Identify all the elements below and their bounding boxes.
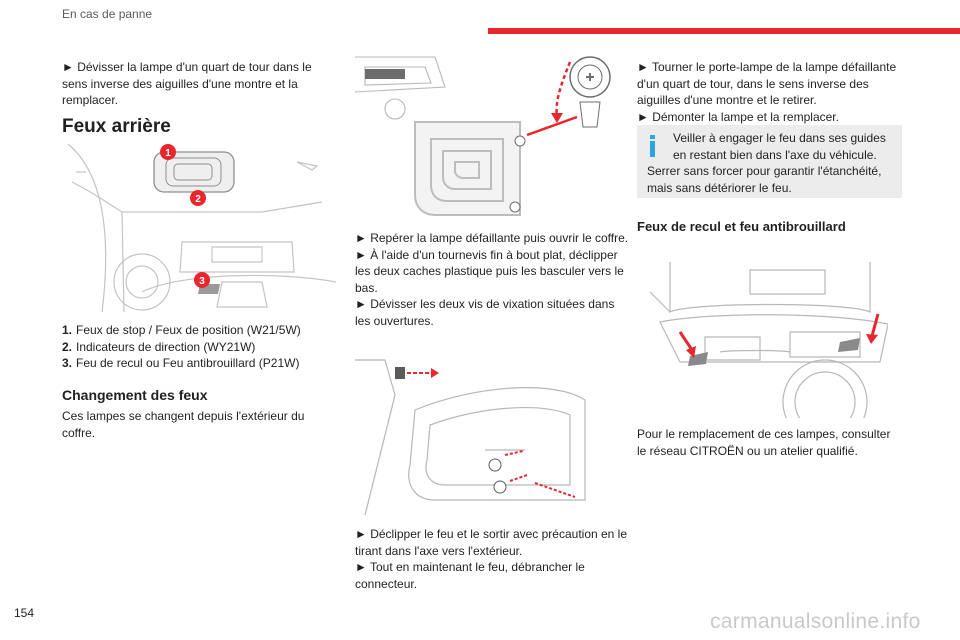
step-text: ► Repérer la lampe défaillante puis ouvr… [355, 231, 629, 245]
step-text: ► Dévisser les deux vis de vixation situ… [355, 297, 615, 328]
steps-block-a: ► Repérer la lampe défaillante puis ouvr… [355, 230, 630, 329]
callout-1: 1 [165, 148, 171, 159]
step-text: ► Déclipper le feu et le sortir avec pré… [355, 527, 628, 558]
list-item: 2.Indicateurs de direction (WY21W) [62, 339, 256, 354]
bulb-list: 1.Feux de stop / Feux de position (W21/5… [62, 322, 337, 372]
note-line-2: Serrer sans forcer pour garantir l'étanc… [647, 164, 882, 195]
lamp-cover-illustration [355, 56, 611, 216]
callout-3-marker [194, 272, 210, 288]
body-text: Ces lampes se changent depuis l'extérieu… [62, 409, 305, 440]
callout-2: 2 [195, 194, 201, 205]
step-text: ► Tourner le porte-lampe de la lampe déf… [637, 60, 897, 107]
step-text: ► Tout en maintenant le feu, débrancher … [355, 560, 585, 591]
steps-block-c: ► Tourner le porte-lampe de la lampe déf… [637, 59, 902, 125]
rear-lights-illustration: 1 2 3 [67, 143, 336, 313]
intro-text: ► Dévisser la lampe d'un quart de tour d… [62, 60, 312, 107]
section-header: En cas de panne [62, 7, 153, 21]
page-number: 154 [14, 606, 35, 620]
list-item: 1.Feux de stop / Feux de position (W21/5… [62, 323, 301, 337]
body-text: Pour le remplacement de ces lampes, cons… [637, 427, 891, 458]
lamp-unit-illustration [355, 359, 586, 515]
note-line-1: Veiller à engager le feu dans ses guides… [673, 131, 886, 162]
watermark: carmanualsonline.info [710, 610, 921, 633]
section-title: Feux arrière [62, 116, 171, 137]
step-text: ► Démonter la lampe et la remplacer. [637, 109, 839, 124]
callout-1-marker [160, 144, 176, 160]
step-text: ► À l'aide d'un tournevis fin à bout pla… [355, 247, 624, 295]
subsection-title: Feux de recul et feu antibrouillard [637, 219, 846, 234]
list-item: 3.Feu de recul ou Feu antibrouillard (P2… [62, 356, 300, 370]
callout-3: 3 [199, 276, 205, 287]
reverse-fog-lights-illustration [650, 262, 888, 418]
callout-2-marker [190, 190, 206, 206]
header-accent-bar [488, 28, 960, 34]
info-icon [649, 135, 656, 157]
subsection-title: Changement des feux [62, 387, 208, 403]
info-note: Veiller à engager le feu dans ses guides… [637, 125, 902, 198]
steps-block-b: ► Déclipper le feu et le sortir avec pré… [355, 526, 633, 592]
